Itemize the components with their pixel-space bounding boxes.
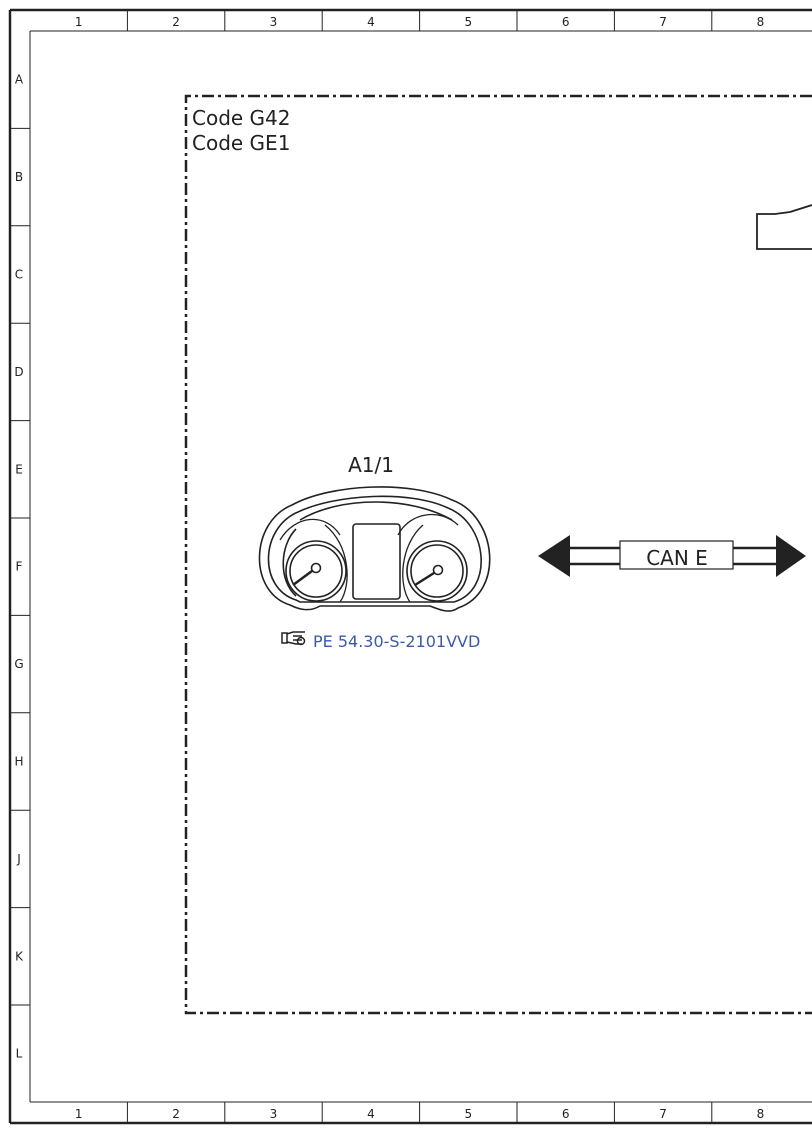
col-label-top: 2 — [172, 15, 180, 29]
col-label-top: 1 — [75, 15, 83, 29]
col-label-bottom: 5 — [464, 1107, 472, 1121]
row-label: A — [15, 73, 24, 87]
can-bus-label: CAN E — [646, 546, 708, 570]
row-label: L — [16, 1047, 23, 1061]
col-label-bottom: 6 — [562, 1107, 570, 1121]
row-label: G — [14, 657, 23, 671]
connector-partial — [756, 204, 812, 250]
code-label-2: Code GE1 — [192, 131, 290, 155]
col-label-top: 6 — [562, 15, 570, 29]
pointing-hand-icon — [281, 631, 306, 646]
col-label-bottom: 4 — [367, 1107, 375, 1121]
col-label-bottom: 7 — [659, 1107, 667, 1121]
component-label: A1/1 — [348, 453, 394, 477]
col-label-top: 7 — [659, 15, 667, 29]
row-label: F — [16, 560, 23, 574]
grid-ticks — [10, 10, 713, 1123]
row-label: H — [14, 755, 23, 769]
code-label-1: Code G42 — [192, 106, 291, 130]
arrow-right-icon — [776, 535, 806, 577]
col-label-top: 4 — [367, 15, 375, 29]
col-label-bottom: 2 — [172, 1107, 180, 1121]
col-label-bottom: 3 — [270, 1107, 278, 1121]
col-label-bottom: 8 — [757, 1107, 765, 1121]
can-bus-arrow — [538, 535, 806, 577]
row-label: E — [15, 462, 23, 476]
col-label-top: 5 — [464, 15, 472, 29]
row-label: K — [15, 949, 24, 963]
row-label: B — [15, 170, 23, 184]
col-label-top: 3 — [270, 15, 278, 29]
col-label-bottom: 1 — [75, 1107, 83, 1121]
row-label: D — [14, 365, 23, 379]
instrument-cluster-icon[interactable] — [258, 486, 491, 612]
row-label: C — [15, 268, 23, 282]
row-label: J — [16, 852, 21, 866]
arrow-left-icon — [538, 535, 570, 577]
reference-text[interactable]: PE 54.30-S-2101VVD — [313, 632, 480, 651]
sheet-frame — [8, 8, 812, 1125]
option-boundary — [184, 94, 812, 1015]
reference-link[interactable]: PE 54.30-S-2101VVD — [281, 631, 480, 651]
col-label-top: 8 — [757, 15, 765, 29]
